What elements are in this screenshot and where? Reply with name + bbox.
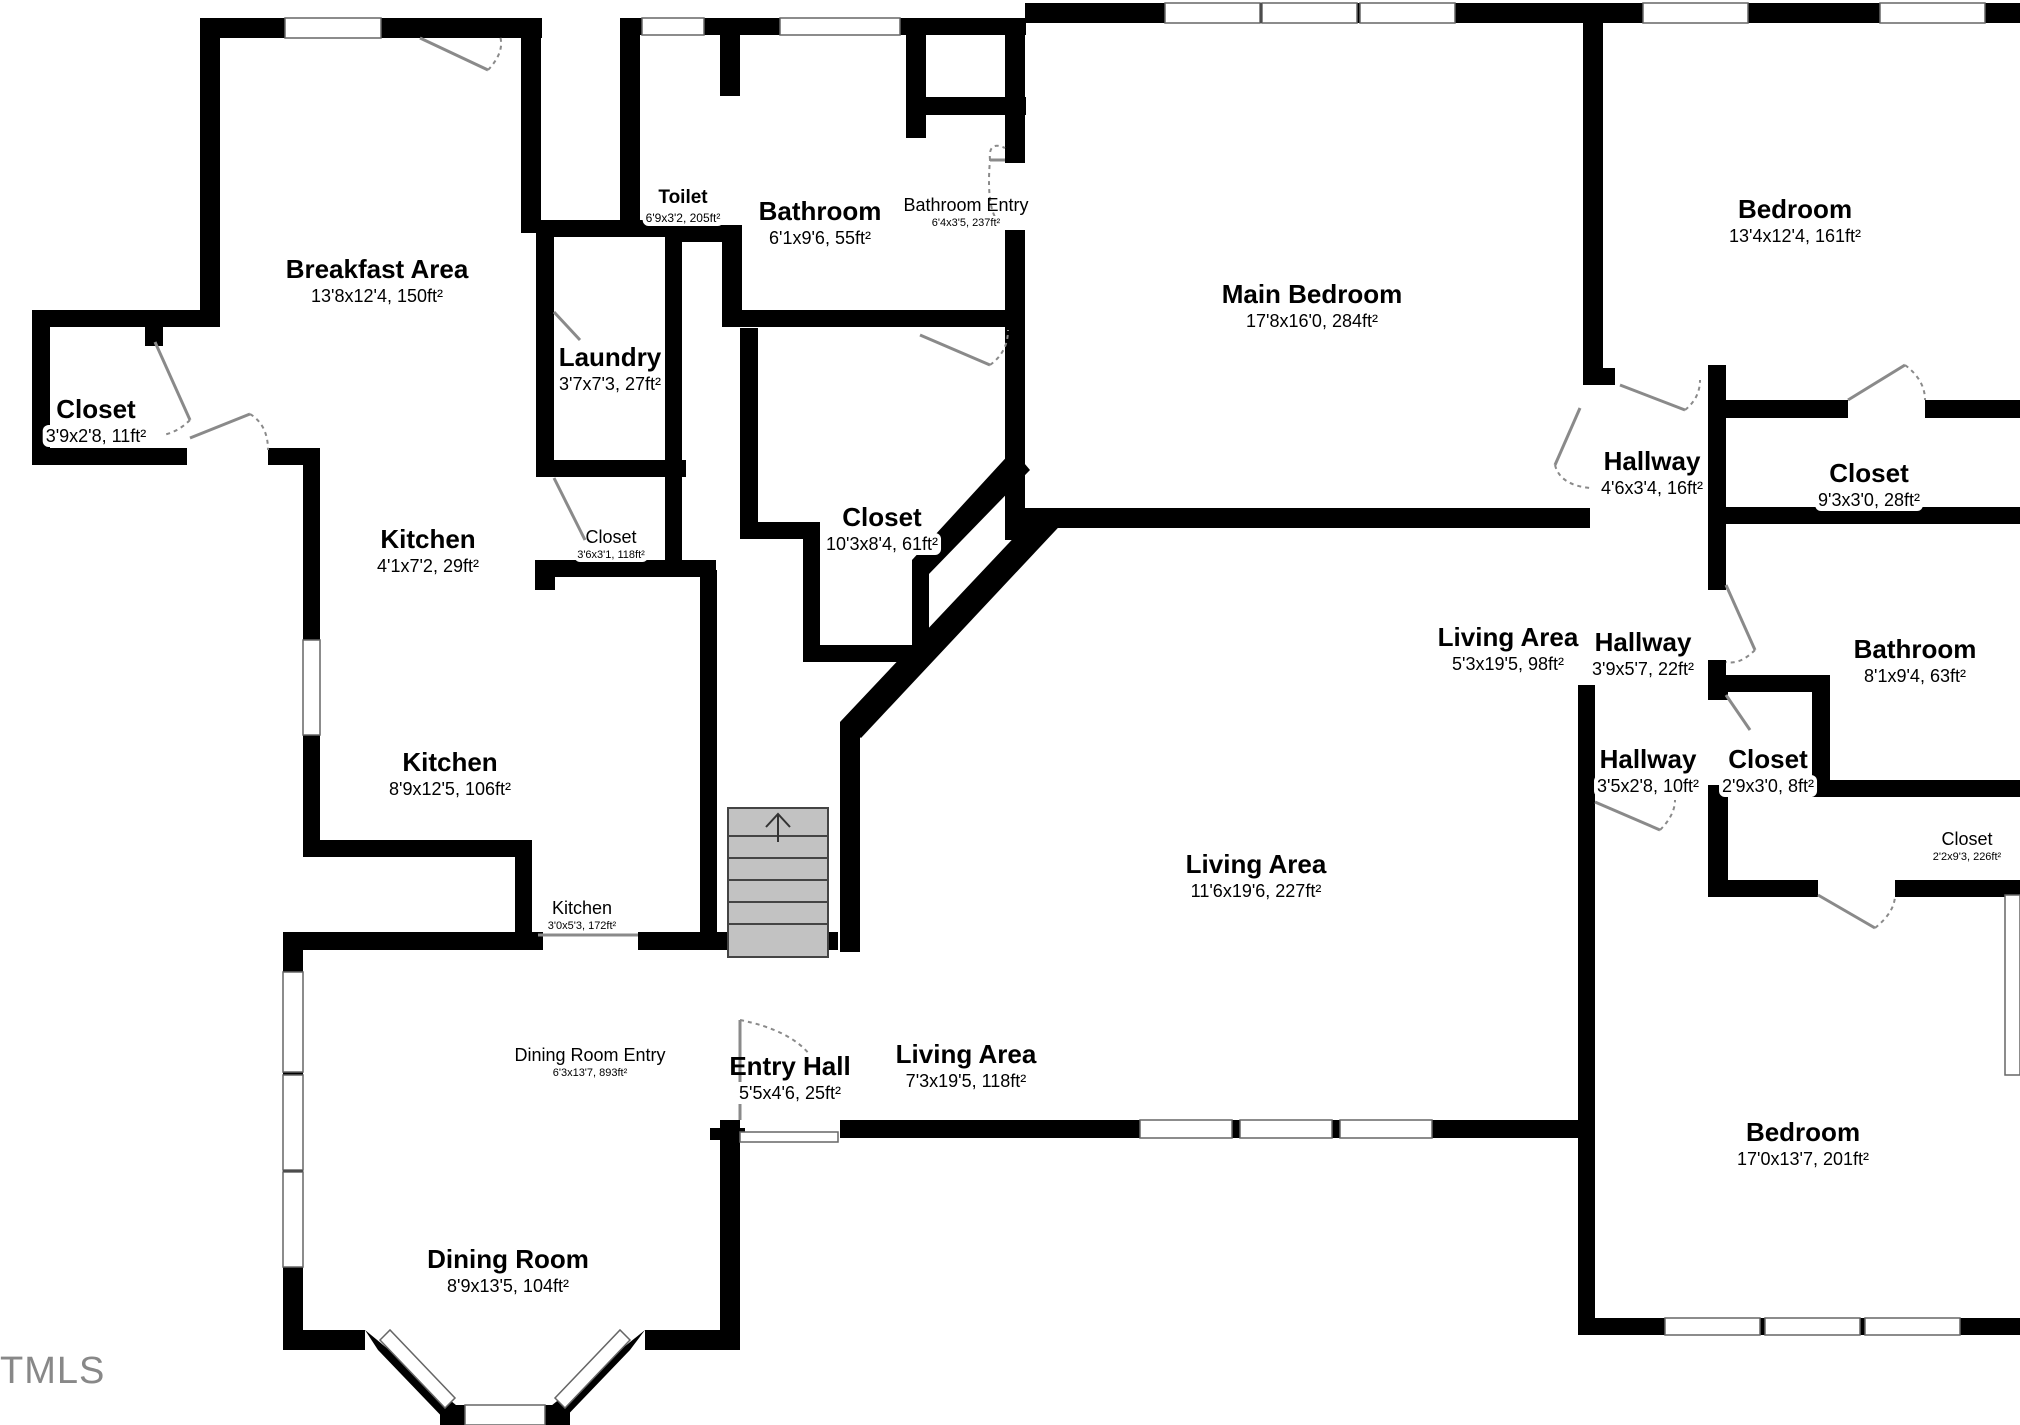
room-closet-center: Closet 10'3x8'4, 61ft²	[823, 501, 941, 555]
room-laundry: Laundry 3'7x7'3, 27ft²	[556, 341, 664, 395]
room-closet-right-upper: Closet 9'3x3'0, 28ft²	[1815, 457, 1923, 511]
room-toilet: Toilet 6'9x3'2, 205ft²	[642, 186, 724, 226]
room-bathroom-right: Bathroom 8'1x9'4, 63ft²	[1853, 634, 1977, 687]
room-hallway-upper: Hallway 4'6x3'4, 16ft²	[1598, 445, 1706, 499]
room-bedroom-upper: Bedroom 13'4x12'4, 161ft²	[1726, 193, 1864, 247]
room-kitchen-small: Kitchen 3'0x5'3, 172ft²	[544, 897, 620, 933]
room-closet-right-middle: Closet 2'9x3'0, 8ft²	[1719, 743, 1817, 797]
room-living-area-lower: Living Area 7'3x19'5, 118ft²	[895, 1039, 1037, 1092]
room-bathroom-upper: Bathroom 6'1x9'6, 55ft²	[758, 196, 882, 249]
room-dining-room: Dining Room 8'9x13'5, 104ft²	[427, 1244, 589, 1297]
staircase	[727, 807, 829, 958]
room-living-area-right: Living Area 5'3x19'5, 98ft²	[1437, 622, 1579, 675]
room-closet-right-lower: Closet 2'2x9'3, 226ft²	[1929, 828, 2005, 864]
room-kitchen-upper: Kitchen 4'1x7'2, 29ft²	[374, 523, 482, 577]
room-entry-hall: Entry Hall 5'5x4'6, 25ft²	[729, 1051, 851, 1104]
room-dining-room-entry: Dining Room Entry 6'3x13'7, 893ft²	[514, 1045, 666, 1080]
watermark-logo: TMLS	[0, 1350, 106, 1392]
room-bathroom-entry: Bathroom Entry 6'4x3'5, 237ft²	[903, 195, 1029, 230]
room-breakfast-area: Breakfast Area 13'8x12'4, 150ft²	[285, 254, 469, 307]
room-living-area-main: Living Area 11'6x19'6, 227ft²	[1185, 849, 1327, 902]
up-arrow-head-icon	[765, 812, 791, 828]
room-kitchen-main: Kitchen 8'9x12'5, 106ft²	[386, 746, 514, 800]
doors	[153, 35, 1926, 1120]
room-hallway-middle: Hallway 3'9x5'7, 22ft²	[1589, 626, 1697, 680]
windows	[282, 2, 2020, 1425]
room-closet-left: Closet 3'9x2'8, 11ft²	[42, 393, 150, 447]
room-bedroom-lower: Bedroom 17'0x13'7, 201ft²	[1734, 1116, 1872, 1170]
room-hallway-lower: Hallway 3'5x2'8, 10ft²	[1594, 743, 1702, 797]
room-closet-kitchen: Closet 3'6x3'1, 118ft²	[574, 526, 648, 562]
room-main-bedroom: Main Bedroom 17'8x16'0, 284ft²	[1221, 279, 1403, 332]
